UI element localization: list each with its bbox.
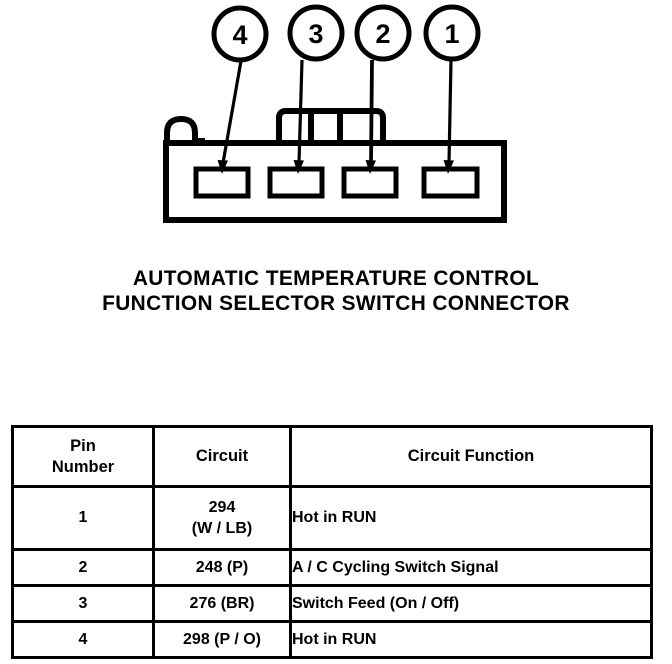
connector-diagram: 4 3 2 1 <box>0 0 672 250</box>
connector-latch-tab <box>276 108 386 141</box>
callout-2-label: 2 <box>375 19 390 49</box>
pin-cavity-1 <box>421 166 480 199</box>
cell-circuit-function: Switch Feed (On / Off) <box>289 584 653 623</box>
diagram-title-line-1: AUTOMATIC TEMPERATURE CONTROL <box>132 266 540 290</box>
table-row: 1 294 (W / LB) Hot in RUN <box>11 485 653 551</box>
cell-circuit: 248 (P) <box>152 548 292 587</box>
connector-shell-outline <box>163 140 507 223</box>
pin-cavity-4 <box>193 166 251 199</box>
cell-circuit: 298 (P / O) <box>152 620 292 659</box>
leader-line-3 <box>293 59 304 174</box>
table-row: 3 276 (BR) Switch Feed (On / Off) <box>11 584 653 623</box>
cell-pin-number: 2 <box>11 548 155 587</box>
cell-circuit-line-1: 294 <box>208 499 236 516</box>
leader-line-1 <box>443 59 454 174</box>
pin-cavity-2 <box>341 166 399 199</box>
column-header-circuit-function: Circuit Function <box>289 425 653 488</box>
column-header-circuit: Circuit <box>152 425 292 488</box>
callout-4: 4 <box>211 5 269 63</box>
callout-1: 1 <box>423 4 481 62</box>
column-header-pin-number-line-2: Number <box>51 457 115 476</box>
table-row: 4 298 (P / O) Hot in RUN <box>11 620 653 659</box>
connector-illustration: 4 3 2 1 <box>163 4 507 223</box>
diagram-title: AUTOMATIC TEMPERATURE CONTROL FUNCTION S… <box>0 266 672 316</box>
connector-left-hook <box>164 115 205 145</box>
leader-line-4 <box>217 60 243 174</box>
pin-circuit-function-table: Pin Number Circuit Circuit Function 1 29… <box>11 425 653 659</box>
callout-3: 3 <box>287 4 345 62</box>
callout-2: 2 <box>354 4 412 62</box>
callout-4-label: 4 <box>232 20 247 50</box>
cell-circuit-line-2: (W / LB) <box>191 520 253 537</box>
cell-pin-number: 4 <box>11 620 155 659</box>
leader-line-2 <box>365 59 376 174</box>
cell-circuit-function: Hot in RUN <box>289 620 653 659</box>
column-header-pin-number: Pin Number <box>11 425 155 488</box>
diagram-title-line-2: FUNCTION SELECTOR SWITCH CONNECTOR <box>102 291 570 315</box>
callout-1-label: 1 <box>444 19 459 49</box>
cell-circuit-function: A / C Cycling Switch Signal <box>289 548 653 587</box>
cell-pin-number: 3 <box>11 584 155 623</box>
pin-cavity-3 <box>267 166 325 199</box>
table-row: 2 248 (P) A / C Cycling Switch Signal <box>11 548 653 587</box>
table-header-row: Pin Number Circuit Circuit Function <box>11 425 653 488</box>
cell-circuit: 294 (W / LB) <box>152 485 292 551</box>
column-header-pin-number-line-1: Pin <box>70 436 96 455</box>
cell-circuit: 276 (BR) <box>152 584 292 623</box>
cell-circuit-function: Hot in RUN <box>289 485 653 551</box>
cell-pin-number: 1 <box>11 485 155 551</box>
callout-3-label: 3 <box>308 19 323 49</box>
